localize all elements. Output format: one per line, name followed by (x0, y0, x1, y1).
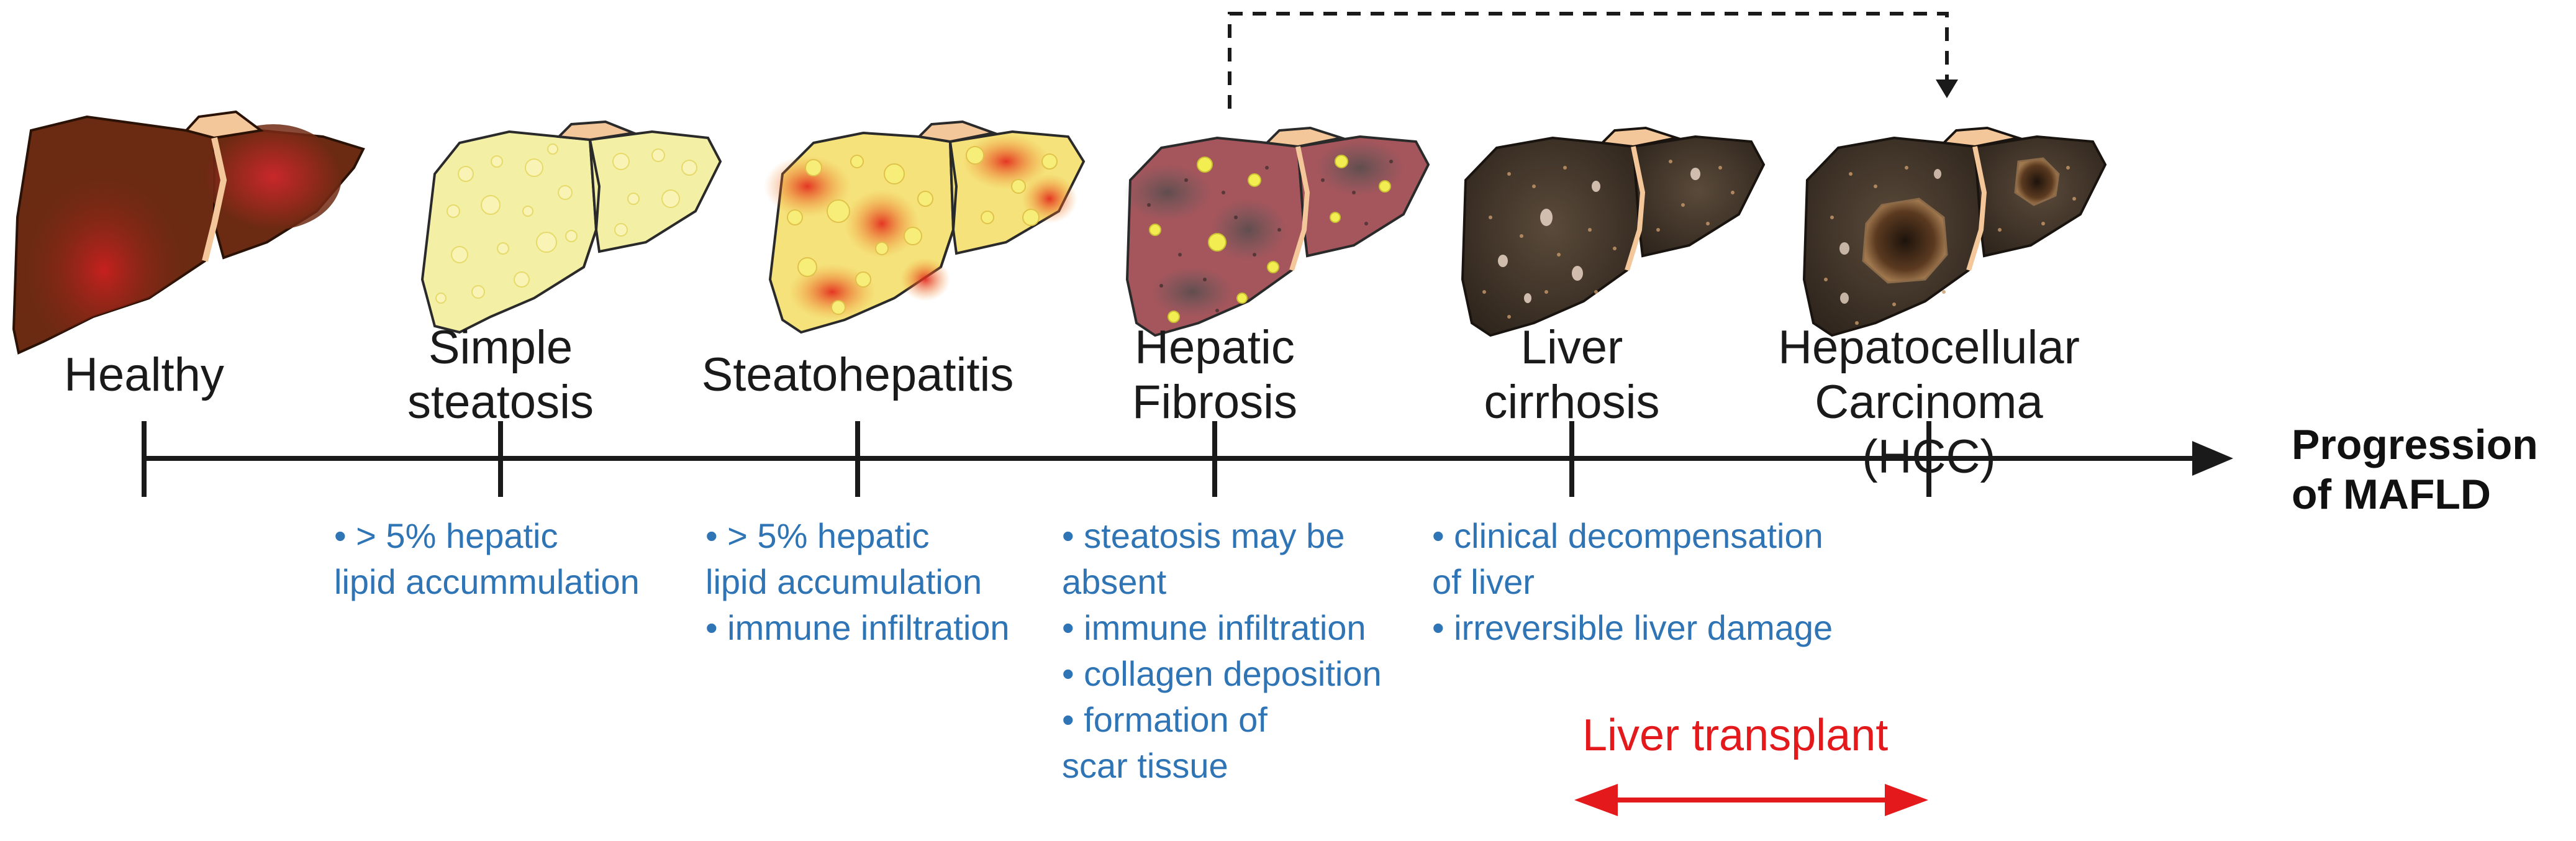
note-fibrosis: • steatosis may be absent • immune infil… (1062, 516, 1382, 785)
liver-transplant-label: Liver transplant (1582, 711, 1889, 760)
liver-hcc-icon (1802, 126, 2107, 337)
stage-label-steatohepatitis: Steatohepatitis (701, 348, 1014, 401)
fibrosis-to-hcc-connector (1228, 12, 1958, 109)
stage-label-simple-steatosis: Simple steatosis (407, 321, 594, 429)
stage-label-hcc: Hepatocellular Carcinoma (HCC) (1778, 321, 2080, 483)
liver-fibrosis-icon (1124, 126, 1430, 337)
progression-axis (142, 421, 2233, 497)
note-steatohepatitis: • > 5% hepatic lipid accumulation • immu… (705, 516, 1010, 647)
liver-steatohepatitis-icon (764, 120, 1086, 334)
stage-label-liver-cirrhosis: Liver cirrhosis (1484, 321, 1660, 429)
stage-label-hepatic-fibrosis: Hepatic Fibrosis (1132, 321, 1298, 429)
liver-cirrhosis-icon (1461, 126, 1766, 337)
note-simple-steatosis: • > 5% hepatic lipid accummulation (334, 516, 640, 601)
stage-label-healthy: Healthy (64, 348, 224, 401)
liver-steatosis-icon (420, 120, 722, 334)
axis-title: Progression of MAFLD (2292, 421, 2538, 518)
liver-healthy-icon (12, 110, 365, 355)
liver-transplant-arrow (1574, 784, 1928, 816)
note-cirrhosis: • clinical decompensation of liver • irr… (1432, 516, 1833, 647)
